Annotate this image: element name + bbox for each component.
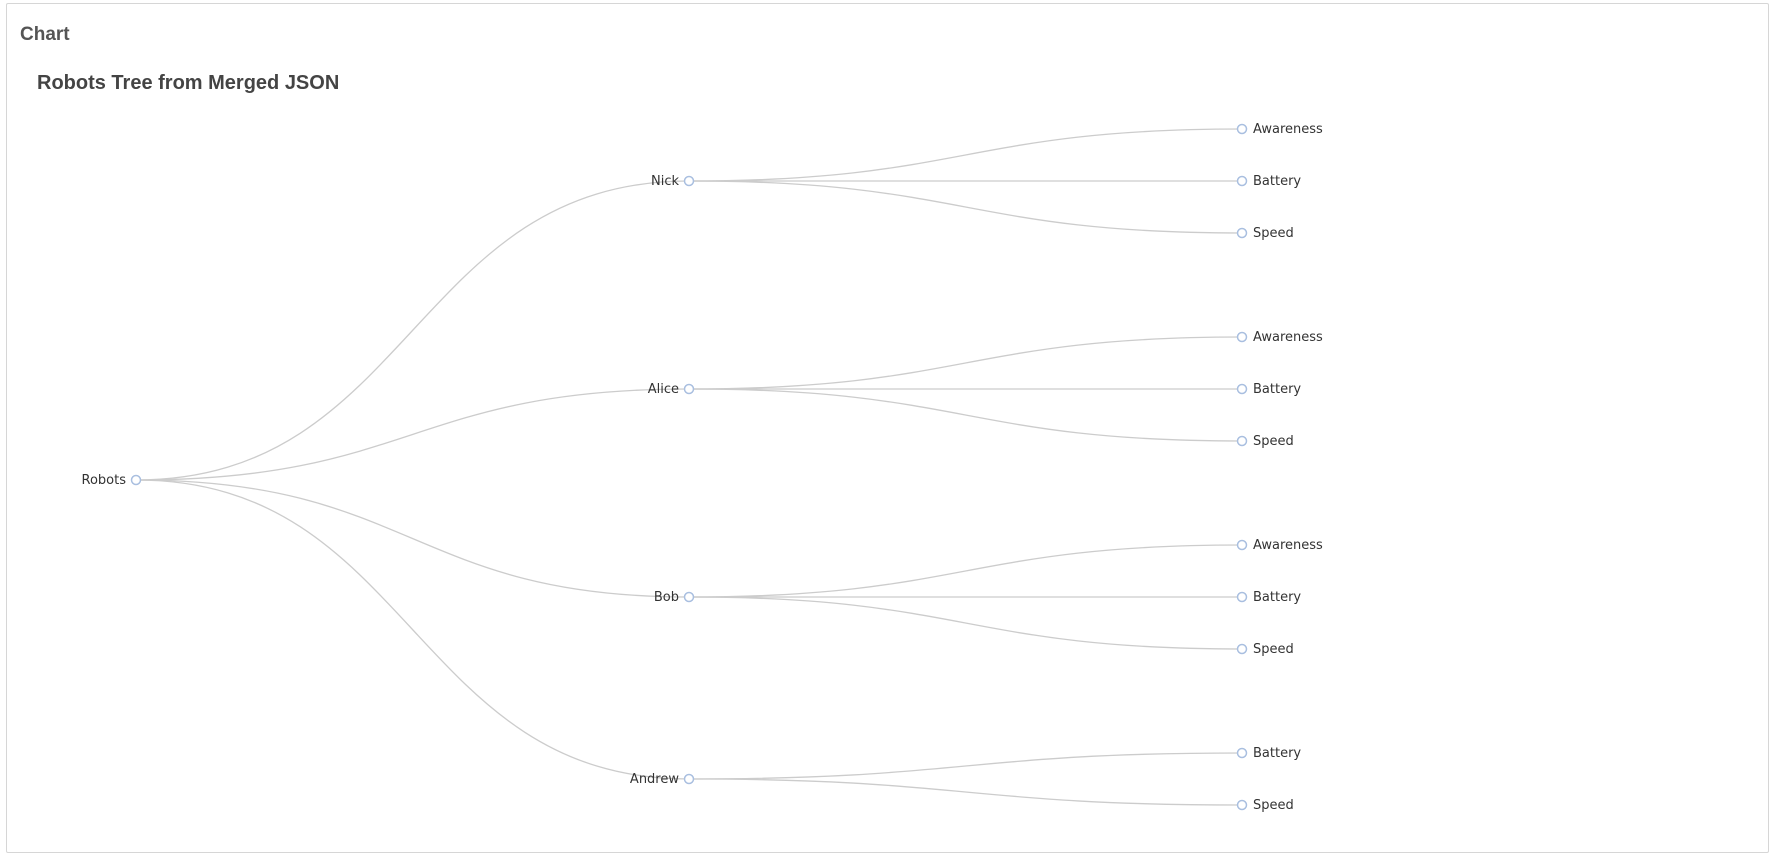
node-label-alice: Alice [648,382,679,397]
node-label-speed: Speed [1253,642,1294,657]
tree-node-battery[interactable]: Battery [1236,746,1302,761]
node-circle-speed[interactable] [1236,799,1248,811]
node-label-awareness: Awareness [1253,538,1323,553]
tree-node-nick[interactable]: Nick [651,174,695,189]
node-circle-awareness[interactable] [1236,123,1248,135]
tree-node-battery[interactable]: Battery [1236,174,1302,189]
tree-node-bob[interactable]: Bob [654,590,695,605]
tree-nodes: AwarenessBatterySpeedNickAwarenessBatter… [82,122,1324,813]
node-label-battery: Battery [1253,590,1301,605]
node-label-robots: Robots [82,473,127,488]
tree-node-awareness[interactable]: Awareness [1236,122,1324,137]
chart-panel: Chart Robots Tree from Merged JSON [6,3,1769,853]
tree-node-speed[interactable]: Speed [1236,226,1294,241]
tree-node-andrew[interactable]: Andrew [630,772,695,787]
node-circle-alice[interactable] [683,383,695,395]
node-label-speed: Speed [1253,434,1294,449]
tree-link-robots-alice [135,388,690,481]
node-label-nick: Nick [651,174,679,189]
node-circle-battery[interactable] [1236,747,1248,759]
tree-link-robots-bob [135,479,690,598]
node-circle-battery[interactable] [1236,175,1248,187]
node-label-battery: Battery [1253,174,1301,189]
node-label-bob: Bob [654,590,679,605]
tree-node-speed[interactable]: Speed [1236,434,1294,449]
tree-links [135,128,1243,806]
node-circle-awareness[interactable] [1236,539,1248,551]
node-circle-awareness[interactable] [1236,331,1248,343]
node-label-awareness: Awareness [1253,330,1323,345]
tree-node-speed[interactable]: Speed [1236,642,1294,657]
node-label-andrew: Andrew [630,772,679,787]
tree-link-alice-speed [688,388,1243,442]
node-circle-battery[interactable] [1236,591,1248,603]
node-label-battery: Battery [1253,746,1301,761]
tree-link-nick-awareness [688,128,1243,182]
tree-link-bob-awareness [688,544,1243,598]
tree-link-alice-awareness [688,336,1243,390]
node-label-speed: Speed [1253,798,1294,813]
tree-link-bob-speed [688,596,1243,650]
tree-link-robots-andrew [135,479,690,780]
node-label-battery: Battery [1253,382,1301,397]
node-circle-speed[interactable] [1236,435,1248,447]
node-circle-bob[interactable] [683,591,695,603]
tree-node-battery[interactable]: Battery [1236,590,1302,605]
node-circle-andrew[interactable] [683,773,695,785]
panel-header: Chart [20,24,70,45]
node-label-speed: Speed [1253,226,1294,241]
tree-link-nick-speed [688,180,1243,234]
tree-node-awareness[interactable]: Awareness [1236,538,1324,553]
tree-node-robots[interactable]: Robots [82,473,142,488]
node-label-awareness: Awareness [1253,122,1323,137]
tree-link-robots-nick [135,180,690,481]
tree-link-andrew-battery [688,752,1243,780]
node-circle-nick[interactable] [683,175,695,187]
node-circle-speed[interactable] [1236,643,1248,655]
tree-link-andrew-speed [688,778,1243,806]
tree-node-speed[interactable]: Speed [1236,798,1294,813]
tree-node-awareness[interactable]: Awareness [1236,330,1324,345]
tree-node-alice[interactable]: Alice [648,382,695,397]
node-circle-battery[interactable] [1236,383,1248,395]
tree-node-battery[interactable]: Battery [1236,382,1302,397]
node-circle-speed[interactable] [1236,227,1248,239]
chart-title: Robots Tree from Merged JSON [37,72,340,94]
node-circle-robots[interactable] [130,474,142,486]
